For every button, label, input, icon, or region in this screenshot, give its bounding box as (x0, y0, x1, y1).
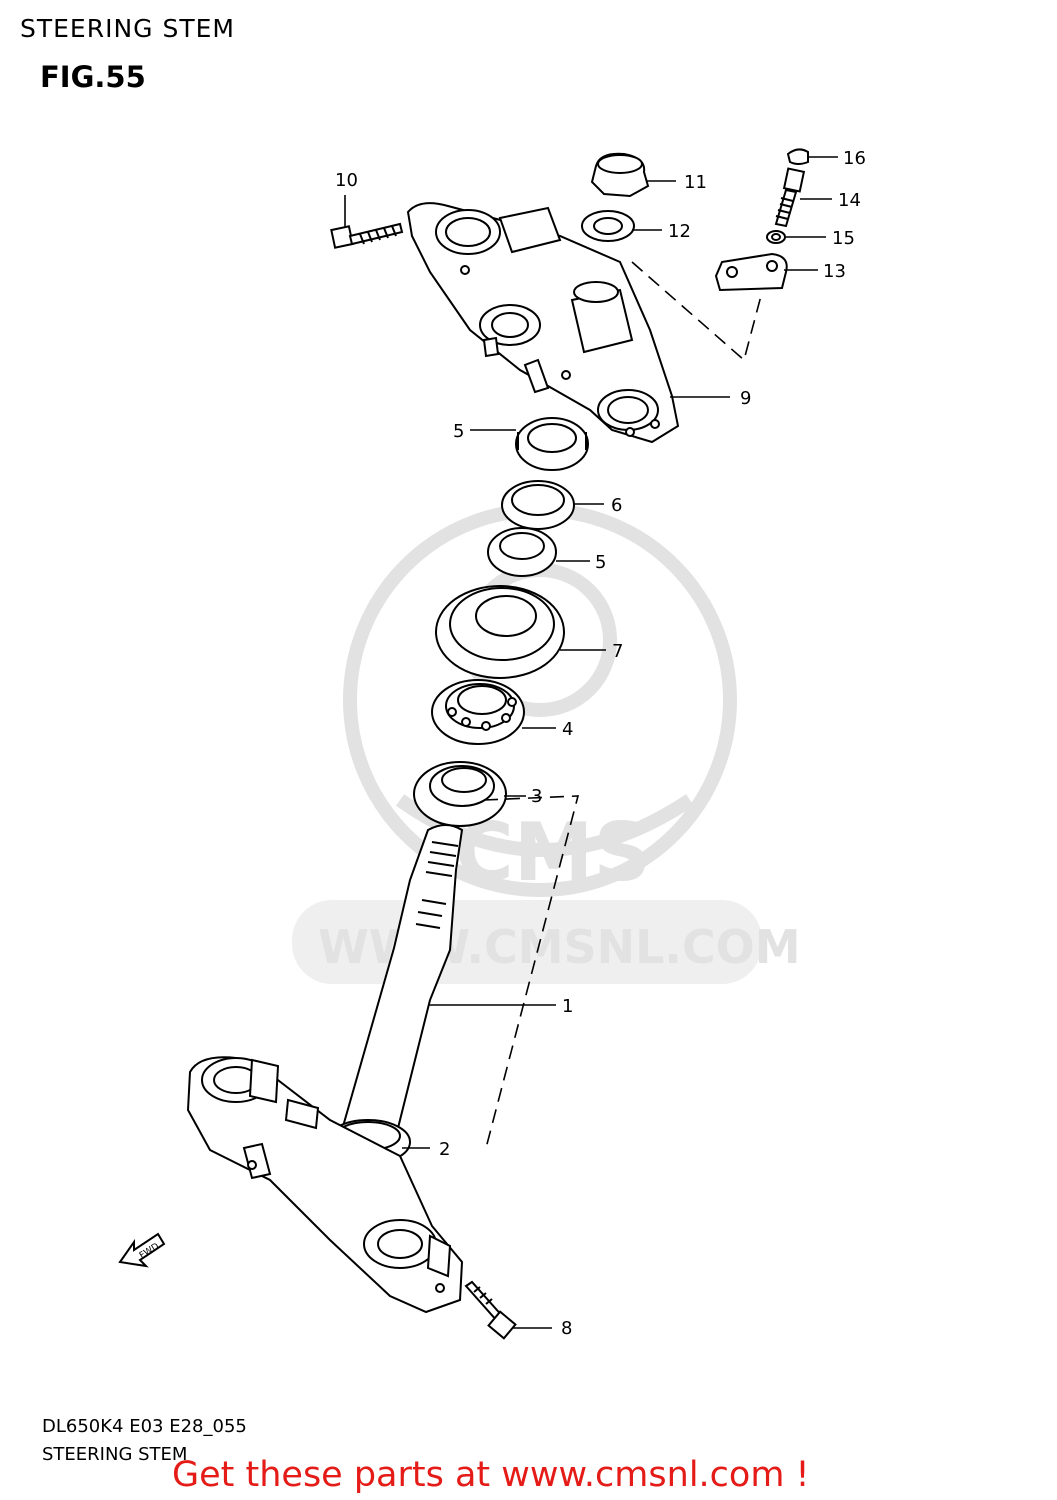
part-5-lock-nut-upper (515, 417, 589, 471)
callout-11: 11 (684, 172, 707, 193)
watermark: CMS WWW.CMSNL.COM (292, 503, 801, 984)
part-12-washer (581, 210, 635, 242)
fwd-arrow-icon: FWD (118, 1232, 166, 1268)
callout-13: 13 (823, 261, 846, 282)
part-4-bearing (431, 679, 525, 745)
leader-lines (344, 156, 838, 1329)
part-8-bolt (464, 1280, 517, 1340)
callout-6: 6 (611, 495, 622, 516)
part-5-lock-nut-lower (487, 527, 557, 577)
callout-15: 15 (832, 228, 855, 249)
callout-5-lower: 5 (595, 552, 606, 573)
model-code: DL650K4 E03 E28_055 (42, 1416, 247, 1437)
callout-10: 10 (335, 170, 358, 191)
callout-14: 14 (838, 190, 861, 211)
part-11-cap-nut (590, 152, 650, 198)
callout-7: 7 (612, 641, 623, 662)
part-10-bolt (330, 222, 404, 249)
callout-1: 1 (562, 996, 573, 1017)
part-6-washer (501, 480, 575, 530)
part-13-holder (714, 252, 788, 292)
callout-12: 12 (668, 221, 691, 242)
assembly-dashed-lines (483, 261, 763, 1149)
page-title: STEERING STEM (20, 14, 236, 43)
callout-16: 16 (843, 148, 866, 169)
watermark-logo-text: CMS (455, 806, 651, 899)
callout-5-upper: 5 (453, 421, 464, 442)
callout-9: 9 (740, 388, 751, 409)
callout-2: 2 (439, 1139, 450, 1160)
part-14-bolt (774, 167, 806, 228)
part-16-cap (786, 148, 809, 165)
part-3-bearing (413, 761, 507, 827)
callouts: 10 11 12 13 14 15 16 9 5 6 5 7 4 3 1 2 8 (335, 148, 866, 1339)
part-9-upper-bracket (406, 202, 680, 444)
callout-4: 4 (562, 719, 573, 740)
part-7-dust-seal (435, 585, 565, 679)
lower-bracket (186, 1056, 464, 1314)
callout-8: 8 (561, 1318, 572, 1339)
part-15-washer (766, 230, 786, 244)
figure-number: FIG.55 (40, 60, 146, 94)
diagram-name: STEERING STEM (42, 1444, 188, 1465)
promo-link[interactable]: Get these parts at www.cmsnl.com ! (172, 1455, 810, 1495)
callout-3: 3 (531, 786, 542, 807)
